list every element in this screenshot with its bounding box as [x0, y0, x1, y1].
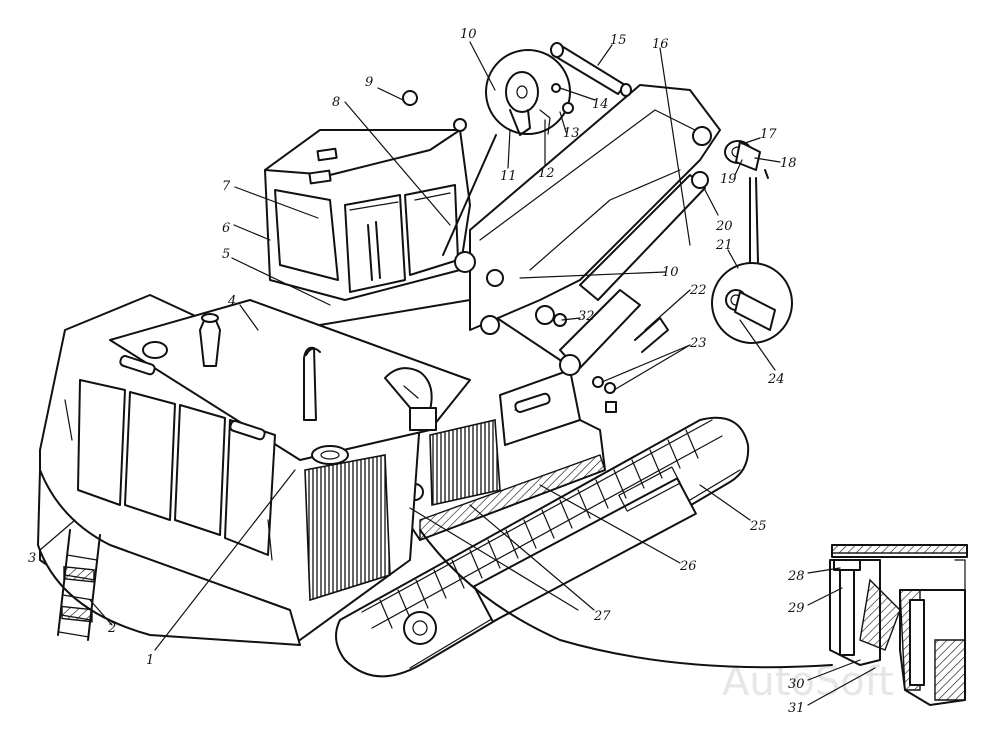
callout-28: 28	[787, 569, 805, 584]
callout-24: 24	[767, 372, 785, 387]
idler-wheel	[403, 611, 437, 645]
callout-4: 4	[227, 294, 236, 309]
exhaust-pipe	[303, 346, 321, 421]
access-ladder	[57, 529, 101, 641]
crawler-track	[335, 416, 750, 678]
callout-13: 13	[563, 126, 580, 141]
callout-27: 27	[593, 609, 611, 624]
pin-17	[724, 140, 769, 179]
engine-housing	[37, 294, 551, 646]
callout-15: 15	[610, 33, 627, 48]
callout-1: 1	[146, 653, 154, 668]
detail-circle-right	[711, 177, 793, 344]
callout-14: 14	[592, 97, 609, 112]
callout-25: 25	[749, 519, 767, 534]
callout-22: 22	[689, 283, 707, 298]
washers-23	[592, 376, 617, 413]
callout-5: 5	[222, 247, 230, 262]
callout-29: 29	[787, 601, 805, 616]
bolt-29	[839, 564, 855, 656]
hydraulic-tank-valve	[384, 367, 437, 431]
callout-21: 21	[715, 238, 733, 253]
callout-19: 19	[720, 172, 737, 187]
callout-10-second: 10	[662, 265, 679, 280]
detail-circle-top	[442, 49, 574, 256]
callout-16: 16	[652, 37, 669, 52]
radiator-grille	[304, 454, 391, 602]
callout-31: 31	[788, 701, 805, 716]
leader-lines	[39, 41, 876, 706]
callout-12: 12	[538, 166, 555, 181]
callout-10: 10	[460, 27, 477, 42]
callout-30: 30	[788, 677, 805, 692]
lifting-eye	[402, 90, 418, 106]
callout-8: 8	[332, 95, 340, 110]
air-intake	[199, 313, 221, 367]
operator-cab	[264, 90, 471, 301]
callout-17: 17	[760, 127, 777, 142]
callout-23: 23	[689, 336, 707, 351]
u-bolt-22	[634, 317, 669, 353]
callout-18: 18	[780, 156, 797, 171]
callout-20: 20	[715, 219, 733, 234]
callout-6: 6	[222, 221, 230, 236]
callout-26: 26	[679, 559, 697, 574]
callout-7: 7	[222, 179, 231, 194]
callout-9: 9	[365, 75, 373, 90]
section-view	[829, 544, 968, 706]
boom-cylinder	[559, 171, 709, 376]
callout-3: 3	[28, 551, 36, 566]
callout-11: 11	[500, 169, 517, 184]
boom	[454, 84, 721, 335]
callout-32: 32	[578, 309, 595, 324]
track-frame	[473, 477, 697, 623]
callout-labels: 1 2 3 4 5 6 7 8 9 10 11 12 13 14 15 16 1…	[28, 27, 805, 716]
filler-cap	[142, 341, 168, 359]
pin-15	[550, 42, 632, 97]
callout-2: 2	[107, 621, 116, 636]
